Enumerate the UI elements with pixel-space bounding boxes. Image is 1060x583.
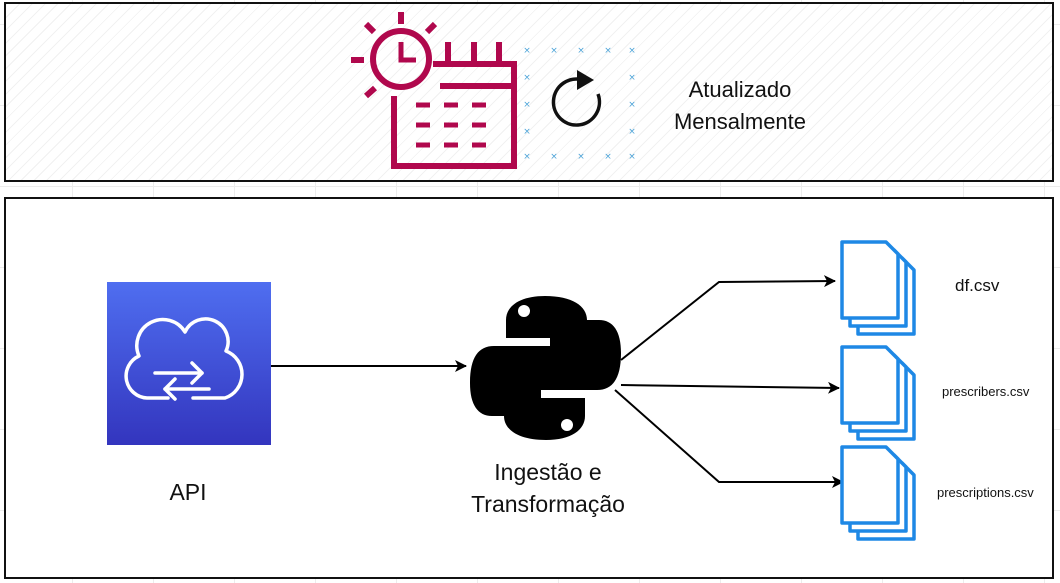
process-label-line1: Ingestão e [494, 459, 601, 485]
refresh-icon [551, 70, 602, 127]
svg-text:×: × [577, 46, 585, 56]
svg-text:×: × [628, 46, 636, 56]
calendar-clock-icon [351, 12, 517, 169]
process-label-line2: Transformação [471, 491, 625, 517]
file-prescriptions [840, 445, 916, 541]
connectors [271, 275, 844, 488]
schedule-panel [4, 2, 1054, 182]
schedule-label-line1: Atualizado [689, 77, 792, 102]
python-to-df-arrow [620, 275, 836, 361]
python-to-prescriptions-arrow [614, 389, 844, 488]
svg-text:×: × [523, 46, 531, 56]
api-tile [107, 282, 271, 445]
cloud-sync-icon [124, 317, 244, 401]
svg-text:×: × [628, 100, 636, 110]
svg-text:×: × [550, 152, 558, 162]
file-df-label: df.csv [955, 276, 1000, 295]
svg-text:×: × [550, 46, 558, 56]
svg-text:×: × [523, 152, 531, 162]
svg-text:×: × [604, 46, 612, 56]
svg-text:×: × [604, 152, 612, 162]
file-df [840, 240, 916, 336]
svg-text:×: × [628, 152, 636, 162]
files-icon [840, 445, 916, 541]
api-label: API [169, 479, 206, 505]
svg-text:×: × [523, 100, 531, 110]
file-prescriptions-label: prescriptions.csv [937, 485, 1034, 500]
schedule-label-line2: Mensalmente [674, 109, 806, 134]
file-prescribers [840, 345, 916, 441]
files-icon [840, 240, 916, 336]
svg-text:×: × [523, 73, 531, 83]
svg-text:×: × [628, 73, 636, 83]
selection-dots: × × × × × × × × × × × × × × × × [523, 46, 636, 162]
svg-text:×: × [628, 127, 636, 137]
svg-text:×: × [523, 127, 531, 137]
file-prescribers-label: prescribers.csv [942, 384, 1030, 399]
svg-text:×: × [577, 152, 585, 162]
python-to-prescribers-arrow [620, 381, 840, 394]
api-node [107, 282, 271, 445]
files-icon [840, 345, 916, 441]
python-logo-icon [470, 296, 621, 440]
